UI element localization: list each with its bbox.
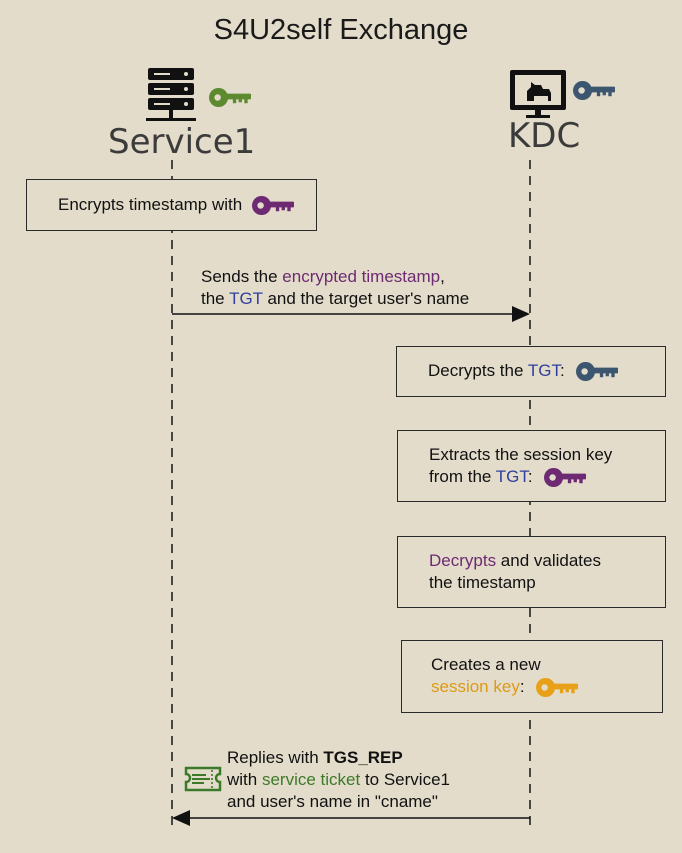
reply-text-3: to Service1 [360,770,450,789]
colon: : [559,361,565,380]
server-icon [146,68,196,121]
reply-text-2: with [227,770,262,789]
send-text-1: Sends the [201,267,283,286]
tgt-label: TGT [229,289,263,308]
validate-timestamp-box: Decrypts and validates the timestamp [397,536,666,608]
session-key-label: session key [431,677,520,696]
steel-key-icon [575,361,619,382]
purple-key-icon [251,195,295,216]
encrypt-timestamp-box: Encrypts timestamp with [26,179,317,231]
request-arrowhead [512,306,530,322]
validate-text-1: and validates [496,551,601,570]
reply-arrowhead [172,810,190,826]
ticket-icon [184,766,222,792]
tgt-label: TGT [495,467,528,486]
extract-session-key-box: Extracts the session key from the TGT: [397,430,666,502]
encrypted-timestamp-label: encrypted timestamp [282,267,441,286]
diagram-title: S4U2self Exchange [213,14,469,46]
service-label: Service1 [108,122,256,162]
kdc-label: KDC [508,116,581,156]
create-text-1: Creates a new [431,655,541,674]
monitor-dog-icon [510,70,566,118]
send-text-3: the [201,289,230,308]
send-text-2: , [440,267,445,286]
service-ticket-label: service ticket [261,770,361,789]
reply-message: Replies with TGS_REP with service ticket… [227,747,450,813]
extract-text-1: Extracts the session key [429,445,613,464]
extract-text-2: from the [429,467,496,486]
colon: : [527,467,533,486]
create-session-key-box: Creates a new session key: [401,640,663,713]
tgs-rep-label: TGS_REP [323,748,403,767]
orange-key-icon [535,677,579,698]
send-text-4: and the target user's name [262,289,470,308]
purple-key-icon [543,467,587,488]
decrypt-tgt-box: Decrypts the TGT: [396,346,666,397]
reply-text-4: and user's name in "cname" [227,792,438,811]
decrypts-label: Decrypts [429,551,497,570]
colon: : [519,677,525,696]
encrypt-text: Encrypts timestamp with [58,195,243,214]
reply-text-1: Replies with [227,748,324,767]
tgt-label: TGT [527,361,560,380]
request-message: Sends the encrypted timestamp, the TGT a… [201,266,469,310]
validate-text-2: the timestamp [429,573,536,592]
decrypt-tgt-text: Decrypts the [428,361,528,380]
